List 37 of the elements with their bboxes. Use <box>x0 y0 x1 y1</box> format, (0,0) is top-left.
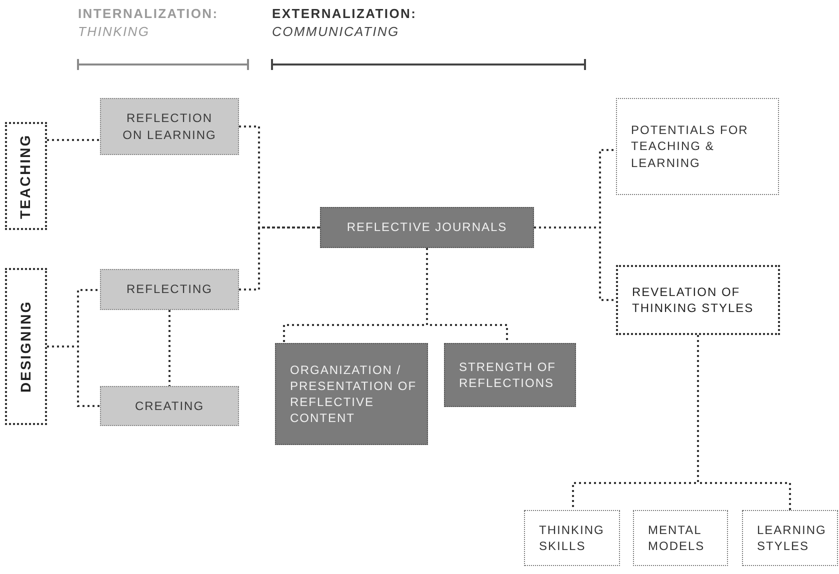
node-label: REFLECTIVE JOURNALS <box>346 219 508 236</box>
node-label: REFLECTING <box>125 281 214 298</box>
outcome-box <box>742 510 838 566</box>
node-label: DESIGNING <box>16 300 35 393</box>
subheading: COMMUNICATING <box>272 24 400 39</box>
node-label: LEARNING STYLES <box>757 522 827 554</box>
outcome-box <box>616 265 780 335</box>
connector-line <box>47 139 100 141</box>
category-box <box>5 268 47 425</box>
heading: EXTERNALIZATION: <box>272 6 417 21</box>
outcome-box <box>616 98 779 195</box>
process-box <box>100 98 239 155</box>
subheading: THINKING <box>78 24 150 39</box>
node-label: STRENGTH OF REFLECTIONS <box>459 358 557 392</box>
process-box <box>320 207 534 248</box>
connector-line <box>239 126 320 228</box>
node-label: THINKING SKILLS <box>539 522 606 554</box>
connector-line <box>168 310 170 386</box>
connector-line <box>47 346 100 407</box>
connector-line <box>534 226 616 301</box>
outcome-box <box>524 510 620 566</box>
node-label: CREATING <box>134 398 206 414</box>
process-box <box>100 386 239 426</box>
heading: INTERNALIZATION: <box>78 6 218 21</box>
node-label: REFLECTION ON LEARNING <box>122 110 218 143</box>
node-label: POTENTIALS FOR TEACHING & LEARNING <box>631 122 750 171</box>
node-label: REVELATION OF THINKING STYLES <box>632 284 755 316</box>
outcome-box <box>633 510 728 566</box>
category-box <box>5 122 47 230</box>
process-box <box>444 343 576 407</box>
connector-line <box>426 248 508 343</box>
process-box <box>100 269 239 310</box>
node-label: MENTAL MODELS <box>648 522 706 554</box>
connector-line <box>239 226 320 290</box>
node-label: ORGANIZATION / PRESENTATION OF REFLECTIVE CONTENT <box>290 362 417 426</box>
process-box <box>275 343 428 445</box>
node-label: TEACHING <box>16 133 35 219</box>
